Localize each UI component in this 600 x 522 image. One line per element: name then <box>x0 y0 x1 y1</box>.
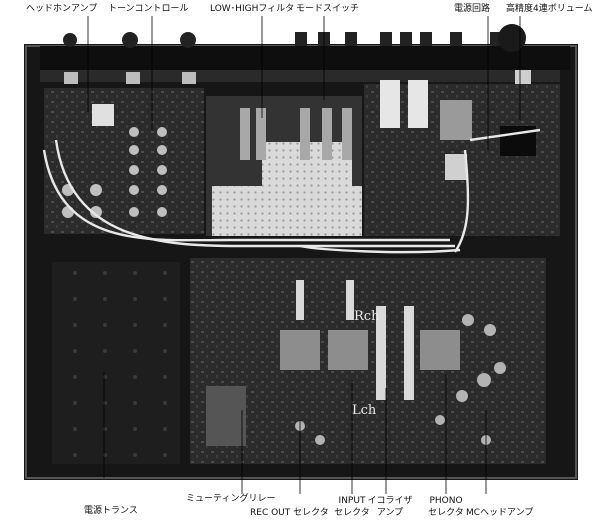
input-selector-label-line1: INPUT <box>338 496 366 506</box>
top-leader-lines <box>87 16 521 150</box>
equalizer-amp-label-line2: アンプ <box>376 508 404 518</box>
tone-control-capacitors <box>62 127 167 218</box>
low-high-filter-label: LOW･HIGHフィルタ <box>210 4 295 14</box>
rear-panel <box>40 24 570 70</box>
equalizer-amp-label-line1: イコライザ <box>367 496 413 506</box>
mc-headamp-label: MCヘッドアンプ <box>466 508 534 518</box>
mode-switch-right <box>408 80 428 128</box>
filter-switches <box>240 108 352 160</box>
power-circuit-label: 電源回路 <box>454 4 491 14</box>
power-transformer <box>52 262 180 464</box>
muting-relay <box>206 386 246 446</box>
headphone-amp-label: ヘッドホンアンプ <box>26 4 98 14</box>
top-rail <box>40 70 560 82</box>
tone-control-label: トーンコントロール <box>108 4 189 14</box>
wiring-harness <box>42 128 541 388</box>
selector-switch-blocks <box>280 330 460 370</box>
volume-label: 高精度4連ボリューム <box>506 4 593 14</box>
phono-selector-label-line2: セレクタ <box>428 508 464 518</box>
bottom-leader-lines <box>103 372 487 494</box>
mode-switch-left <box>380 80 400 128</box>
main-board-capacitors <box>295 314 506 445</box>
selector-rods <box>296 280 414 400</box>
headphone-amp-parts <box>92 104 114 126</box>
phono-selector-label-line1: PHONO <box>429 496 463 506</box>
power-transformer-label: 電源トランス <box>84 506 138 516</box>
rec-out-selector-label: REC OUT セレクタ <box>250 508 329 518</box>
rch-silkscreen: Rch <box>354 309 380 324</box>
input-selector-label-line2: セレクタ <box>334 508 370 518</box>
muting-relay-label: ミューティングリレー <box>186 494 276 504</box>
lch-silkscreen: Lch <box>352 403 377 418</box>
mode-switch-label: モードスイッチ <box>296 4 360 14</box>
perforated-plate <box>212 186 362 236</box>
